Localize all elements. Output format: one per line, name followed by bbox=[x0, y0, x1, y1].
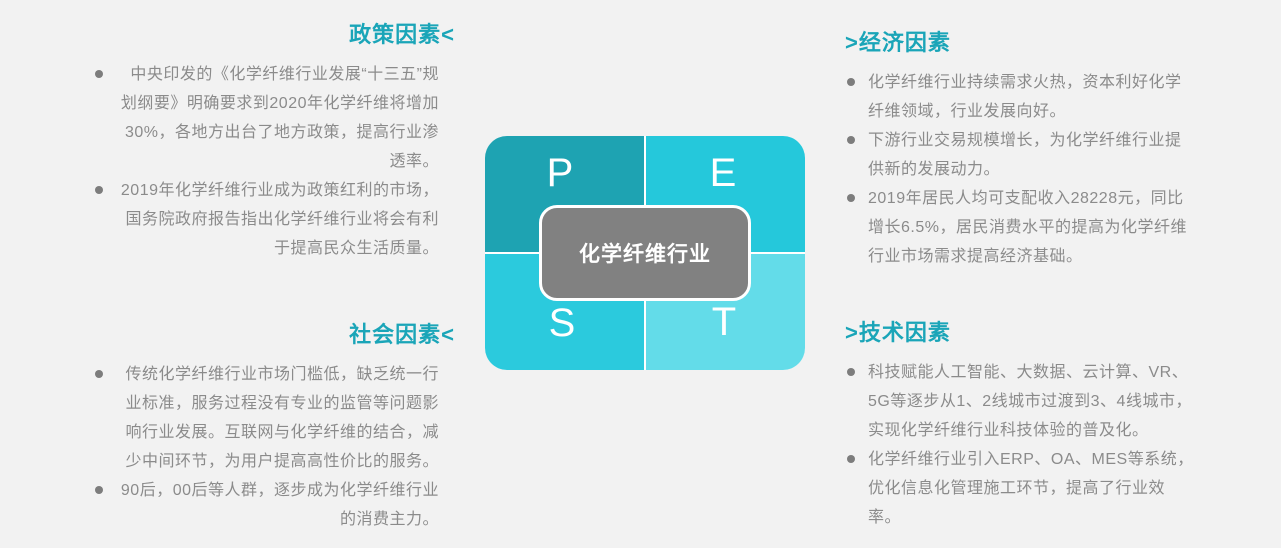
pest-letter-p: P bbox=[546, 151, 574, 195]
section-title-economic: >经济因素 bbox=[845, 30, 951, 55]
list-item: 2019年化学纤维行业成为政策红利的市场，国务院政府报告指出化学纤维行业将会有利… bbox=[85, 176, 439, 263]
pest-letter-t: T bbox=[711, 300, 737, 344]
list-item: 化学纤维行业引入ERP、OA、MES等系统，优化信息化管理施工环节，提高了行业效… bbox=[845, 445, 1195, 532]
bullet-text: 2019年化学纤维行业成为政策红利的市场，国务院政府报告指出化学纤维行业将会有利… bbox=[120, 182, 439, 257]
bullet-icon bbox=[95, 70, 103, 78]
section-title-policy: 政策因素< bbox=[349, 22, 455, 47]
list-item: 中央印发的《化学纤维行业发展“十三五”规划纲要》明确要求到2020年化学纤维将增… bbox=[85, 60, 439, 176]
bullet-text: 下游行业交易规模增长，为化学纤维行业提供新的发展动力。 bbox=[868, 132, 1182, 178]
section-social: 社会因素< 传统化学纤维行业市场门槛低，缺乏统一行业标准，服务过程没有专业的监管… bbox=[85, 322, 455, 534]
bullet-text: 化学纤维行业持续需求火热，资本利好化学纤维领域，行业发展向好。 bbox=[868, 74, 1182, 120]
bullet-icon bbox=[847, 455, 855, 463]
bullet-icon bbox=[847, 136, 855, 144]
economic-bullet-list: 化学纤维行业持续需求火热，资本利好化学纤维领域，行业发展向好。 下游行业交易规模… bbox=[845, 68, 1195, 271]
bullet-icon bbox=[847, 78, 855, 86]
list-item: 2019年居民人均可支配收入28228元，同比增长6.5%，居民消费水平的提高为… bbox=[845, 184, 1195, 271]
center-label: 化学纤维行业 bbox=[579, 243, 711, 266]
bullet-text: 科技赋能人工智能、大数据、云计算、VR、5G等逐步从1、2线城市过渡到3、4线城… bbox=[868, 364, 1192, 439]
technology-bullet-list: 科技赋能人工智能、大数据、云计算、VR、5G等逐步从1、2线城市过渡到3、4线城… bbox=[845, 358, 1195, 532]
bullet-icon bbox=[95, 486, 103, 494]
bullet-text: 90后，00后等人群，逐步成为化学纤维行业的消费主力。 bbox=[120, 482, 439, 528]
list-item: 传统化学纤维行业市场门槛低，缺乏统一行业标准，服务过程没有专业的监管等问题影响行… bbox=[85, 360, 439, 476]
bullet-text: 中央印发的《化学纤维行业发展“十三五”规划纲要》明确要求到2020年化学纤维将增… bbox=[120, 66, 439, 170]
list-item: 科技赋能人工智能、大数据、云计算、VR、5G等逐步从1、2线城市过渡到3、4线城… bbox=[845, 358, 1195, 445]
bullet-icon bbox=[95, 186, 103, 194]
pest-letter-e: E bbox=[709, 151, 737, 195]
section-title-technology: >技术因素 bbox=[845, 320, 951, 345]
list-item: 90后，00后等人群，逐步成为化学纤维行业的消费主力。 bbox=[85, 476, 439, 534]
list-item: 下游行业交易规模增长，为化学纤维行业提供新的发展动力。 bbox=[845, 126, 1195, 184]
section-economic: >经济因素 化学纤维行业持续需求火热，资本利好化学纤维领域，行业发展向好。 下游… bbox=[845, 30, 1195, 271]
pest-quadrant-diagram: P E S T 化学纤维行业 bbox=[485, 136, 805, 370]
bullet-text: 传统化学纤维行业市场门槛低，缺乏统一行业标准，服务过程没有专业的监管等问题影响行… bbox=[125, 366, 439, 470]
section-policy: 政策因素< 中央印发的《化学纤维行业发展“十三五”规划纲要》明确要求到2020年… bbox=[85, 22, 455, 263]
bullet-text: 化学纤维行业引入ERP、OA、MES等系统，优化信息化管理施工环节，提高了行业效… bbox=[868, 451, 1194, 526]
center-label-box: 化学纤维行业 bbox=[539, 205, 751, 301]
bullet-icon bbox=[847, 368, 855, 376]
bullet-icon bbox=[847, 194, 855, 202]
policy-bullet-list: 中央印发的《化学纤维行业发展“十三五”规划纲要》明确要求到2020年化学纤维将增… bbox=[85, 60, 455, 263]
social-bullet-list: 传统化学纤维行业市场门槛低，缺乏统一行业标准，服务过程没有专业的监管等问题影响行… bbox=[85, 360, 455, 534]
pest-letter-s: S bbox=[548, 301, 576, 345]
section-title-social: 社会因素< bbox=[349, 322, 455, 347]
list-item: 化学纤维行业持续需求火热，资本利好化学纤维领域，行业发展向好。 bbox=[845, 68, 1195, 126]
section-technology: >技术因素 科技赋能人工智能、大数据、云计算、VR、5G等逐步从1、2线城市过渡… bbox=[845, 320, 1195, 532]
bullet-icon bbox=[95, 370, 103, 378]
bullet-text: 2019年居民人均可支配收入28228元，同比增长6.5%，居民消费水平的提高为… bbox=[868, 190, 1187, 265]
